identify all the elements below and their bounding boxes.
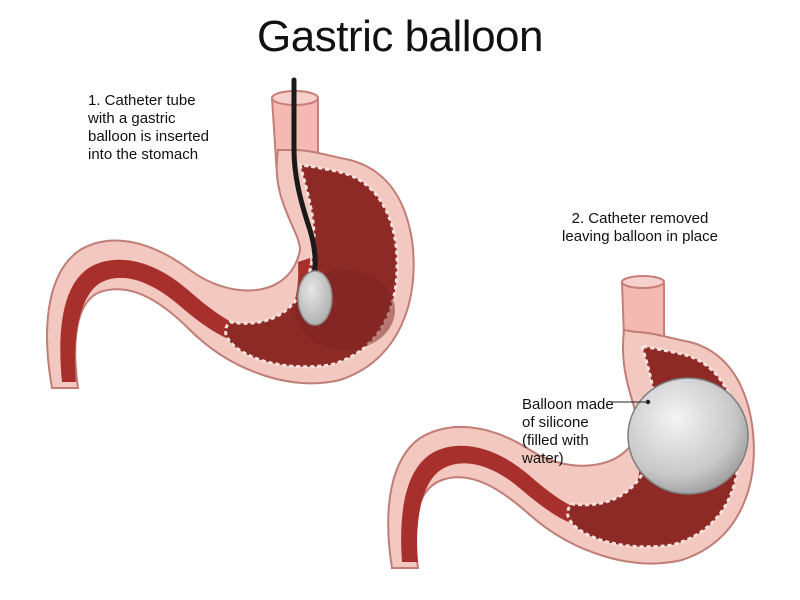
stomach-with-balloon <box>387 275 755 569</box>
balloon-label-line-1: Balloon made <box>522 396 614 413</box>
step2-line-1: 2. Catheter removed <box>571 210 709 227</box>
balloon-label-line-4: water) <box>522 450 564 467</box>
balloon-label-line-3: (filled with <box>522 432 589 449</box>
step1-caption: 1. Catheter tube with a gastric balloon … <box>88 92 248 164</box>
stomach-with-catheter <box>46 77 415 389</box>
inflated-balloon <box>627 377 749 495</box>
catheter-tube <box>291 77 318 283</box>
step1-line-2: with a gastric <box>88 110 176 127</box>
balloon-material-label: Balloon made of silicone (filled with wa… <box>522 396 632 468</box>
step1-line-4: into the stomach <box>88 146 199 163</box>
step1-line-1: 1. Catheter tube <box>88 92 196 109</box>
balloon-label-line-2: of silicone <box>522 414 589 431</box>
step2-line-2: leaving balloon in place <box>562 228 718 245</box>
step2-caption: 2. Catheter removed leaving balloon in p… <box>540 210 740 246</box>
page-title: Gastric balloon <box>257 12 543 61</box>
deflated-balloon <box>297 270 333 326</box>
step1-line-3: balloon is inserted <box>88 128 209 145</box>
